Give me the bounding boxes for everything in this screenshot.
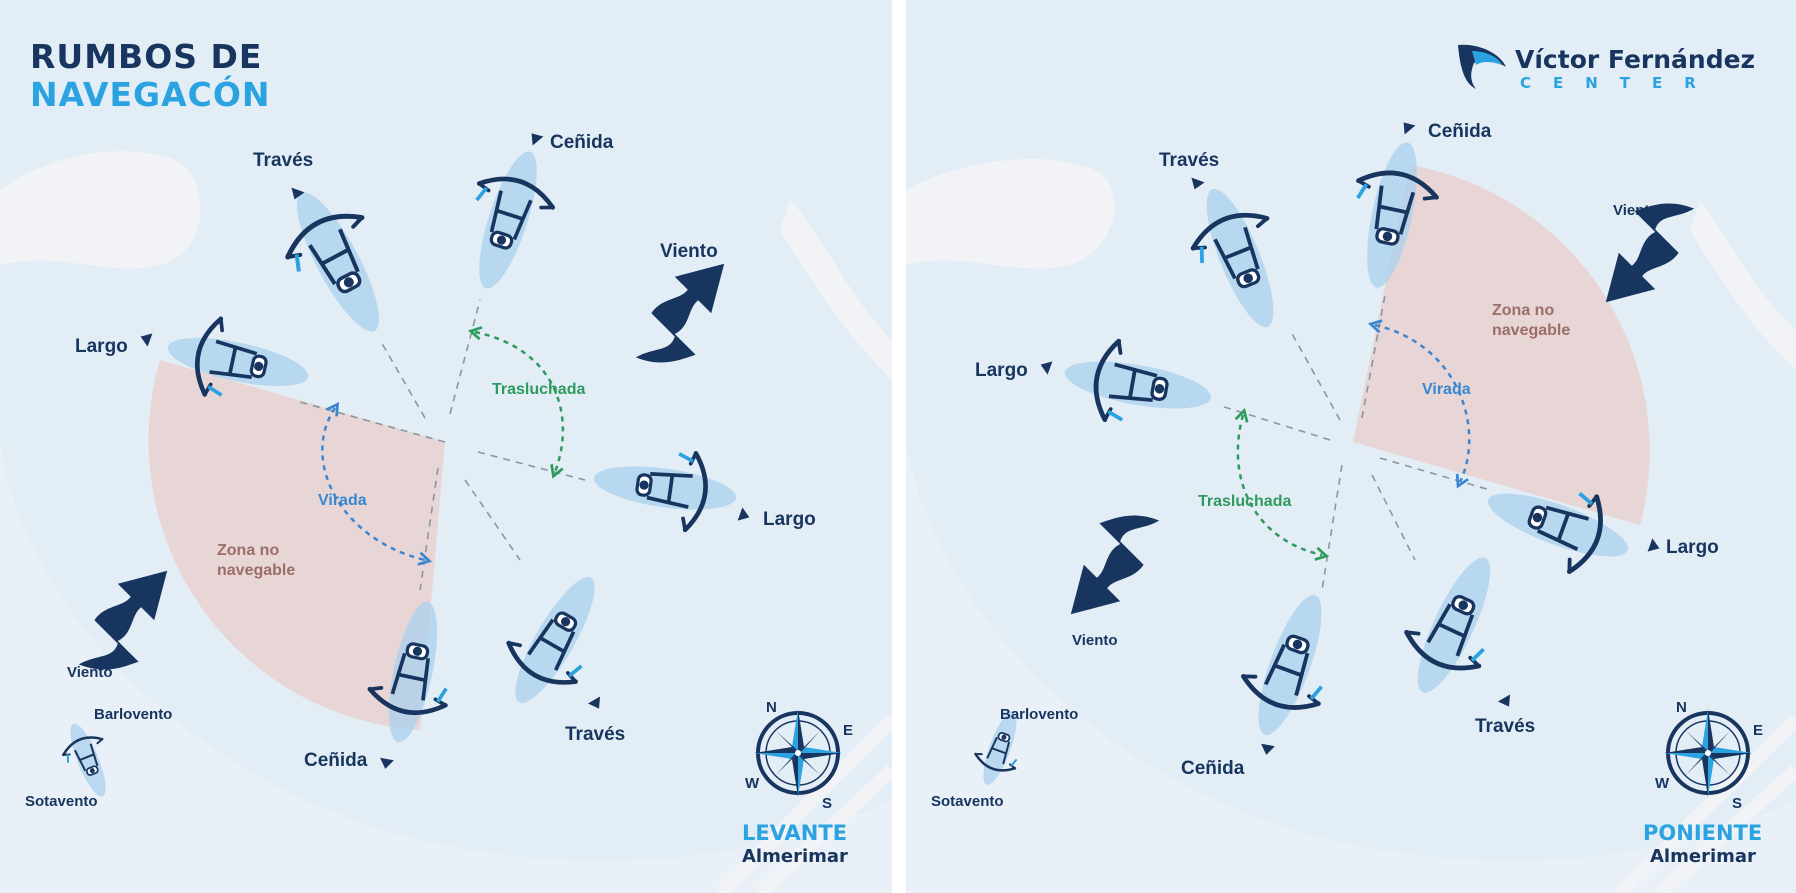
place-town: Almerimar: [1650, 846, 1756, 867]
label-largo-left: Largo: [75, 336, 128, 357]
compass-n: N: [766, 699, 777, 716]
right-land: [906, 159, 1115, 269]
right-panel: Víctor Fernández CENTER Través Ceñida Vi…: [906, 0, 1796, 893]
compass-s: S: [822, 795, 832, 812]
brand-sub: CENTER: [1520, 74, 1718, 92]
label-viento-bottom: Viento: [1072, 632, 1118, 649]
title-line-1: RUMBOS DE: [30, 37, 262, 76]
left-trasluchada-arrow: [467, 326, 565, 479]
brand-name: Víctor Fernández: [1515, 45, 1755, 74]
compass-n: N: [1676, 699, 1687, 716]
compass-e: E: [843, 722, 853, 739]
label-barlovento: Barlovento: [94, 706, 172, 723]
label-viento-bottom: Viento: [67, 664, 113, 681]
compass-s: S: [1732, 795, 1742, 812]
label-trasluchada: Trasluchada: [492, 381, 585, 398]
label-traves-bottom: Través: [1475, 716, 1535, 737]
label-viento: Viento: [660, 241, 718, 262]
place-name: PONIENTE: [1643, 821, 1762, 845]
label-traves-top: Través: [1159, 150, 1219, 171]
label-cenida-top: Ceñida: [550, 132, 614, 153]
label-cenida-bottom: Ceñida: [1181, 758, 1245, 779]
label-traves-bottom: Través: [565, 724, 625, 745]
label-zona-1: Zona no: [1492, 302, 1554, 319]
left-land: [0, 151, 201, 269]
right-virada-arrow: [1367, 319, 1471, 489]
label-virada: Virada: [318, 492, 367, 509]
left-virada-arrow: [321, 402, 433, 566]
label-largo-right: Largo: [1666, 537, 1719, 558]
label-sotavento: Sotavento: [25, 793, 98, 810]
sail-logo-icon: [1458, 44, 1506, 89]
label-traves-top: Través: [253, 150, 313, 171]
place-name: LEVANTE: [742, 821, 847, 845]
compass-e: E: [1753, 722, 1763, 739]
right-trasluchada-arrow: [1234, 408, 1330, 561]
compass-w: W: [745, 775, 760, 792]
label-largo-left: Largo: [975, 360, 1028, 381]
label-barlovento: Barlovento: [1000, 706, 1078, 723]
compass-w: W: [1655, 775, 1670, 792]
left-panel: RUMBOS DE NAVEGACÓN Través Ceñida Viento…: [0, 0, 897, 893]
label-cenida-top: Ceñida: [1428, 121, 1492, 142]
label-virada: Virada: [1422, 381, 1471, 398]
label-viento: Viento: [1613, 202, 1659, 219]
label-largo-right: Largo: [763, 509, 816, 530]
label-sotavento: Sotavento: [931, 793, 1004, 810]
label-trasluchada: Trasluchada: [1198, 493, 1291, 510]
label-zona-1: Zona no: [217, 542, 279, 559]
title-line-2: NAVEGACÓN: [30, 74, 271, 114]
place-town: Almerimar: [742, 846, 848, 867]
panel-divider: [892, 0, 906, 893]
label-zona-2: navegable: [1492, 322, 1570, 339]
label-zona-2: navegable: [217, 562, 295, 579]
label-cenida-bottom: Ceñida: [304, 750, 368, 771]
